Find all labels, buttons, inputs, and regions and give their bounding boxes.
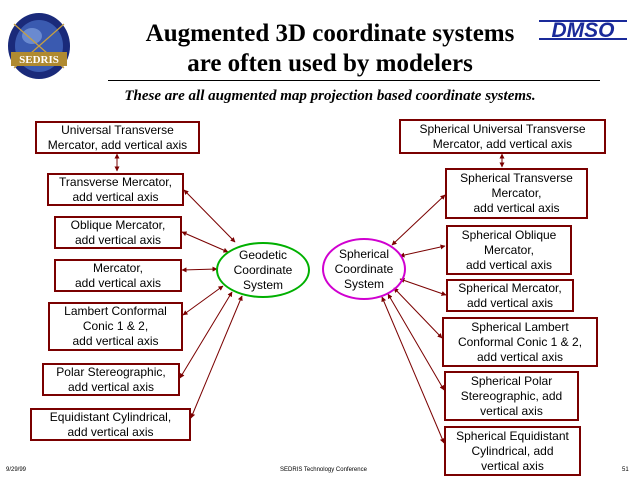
box-line: Spherical Universal Transverse — [419, 121, 586, 136]
box-line: add vertical axis — [74, 232, 162, 247]
box-line: Spherical Polar — [470, 373, 553, 388]
box-line: Polar Stereographic, — [56, 364, 166, 379]
box-line: add vertical axis — [74, 275, 162, 290]
arrow-ps-geodetic — [179, 291, 233, 379]
box-line: vertical axis — [481, 458, 544, 473]
box-polar-stereographic: Polar Stereographic,add vertical axis — [42, 363, 180, 396]
sedris-globe-logo: SEDRIS — [8, 13, 70, 79]
box-line: Transverse Mercator, — [59, 174, 172, 189]
ellipse-line: System — [242, 277, 283, 292]
box-line: Mercator, — [92, 260, 143, 275]
ellipse-line: Coordinate — [233, 262, 293, 277]
box-line: vertical axis — [480, 403, 543, 418]
arrow-om-geodetic — [181, 231, 229, 253]
box-line: Cylindrical, add — [471, 443, 554, 458]
box-line: Spherical Oblique — [461, 227, 557, 242]
box-line: Mercator, — [483, 242, 534, 257]
box-line: Universal Transverse — [61, 122, 174, 137]
box-line: add vertical axis — [473, 201, 560, 215]
box-line: add vertical axis — [67, 424, 154, 439]
box-line: Spherical Lambert — [471, 319, 569, 334]
arrow-merc-geodetic — [181, 266, 218, 273]
box-line: Conformal Conic 1 & 2, — [457, 334, 583, 349]
arrow-ec-geodetic — [190, 295, 243, 419]
slide-title-line-1: Augmented 3D coordinate systems — [145, 20, 515, 47]
box-line: add vertical axis — [476, 349, 564, 364]
box-spherical-mercator: Spherical Mercator,add vertical axis — [446, 279, 574, 312]
box-line: Mercator, add vertical axis — [432, 136, 573, 151]
slide-subtitle: These are all augmented map projection b… — [124, 88, 536, 104]
box-line: add vertical axis — [72, 334, 159, 348]
box-line: Spherical Equidistant — [456, 428, 569, 443]
dmso-logo-text: DMSO — [552, 19, 615, 42]
arrow-lcc-geodetic — [182, 285, 224, 316]
box-line: Stereographic, add — [460, 388, 563, 403]
box-line: Conic 1 & 2, — [82, 319, 149, 333]
footer-page-number: 51 — [622, 467, 629, 473]
slide-title-line-2: are often used by modelers — [187, 50, 473, 77]
footer-date: 9/29/99 — [6, 467, 27, 473]
box-line: Spherical Mercator, — [458, 280, 562, 295]
box-line: Equidistant Cylindrical, — [49, 409, 172, 424]
box-line: Lambert Conformal — [64, 304, 167, 318]
sedris-logo-text: SEDRIS — [19, 54, 59, 66]
ellipse-line: Geodetic — [238, 247, 288, 262]
box-line: add vertical axis — [466, 295, 554, 310]
arrow-spherical-slcc — [393, 287, 443, 339]
arrow-spherical-smerc — [399, 278, 447, 296]
arrow-tm-geodetic — [183, 189, 236, 243]
arrow-spherical-som — [399, 244, 446, 258]
ellipse-line: System — [343, 276, 384, 291]
box-oblique-mercator: Oblique Mercator,add vertical axis — [54, 216, 182, 249]
dmso-logo: DMSO — [537, 17, 629, 43]
box-transverse-mercator: Transverse Mercator,add vertical axis — [47, 173, 184, 206]
box-line: Mercator, add vertical axis — [47, 137, 188, 152]
footer-conference: SEDRIS Technology Conference — [280, 467, 367, 473]
arrow-spherical-sec — [381, 296, 445, 444]
box-line: Oblique Mercator, — [70, 217, 166, 232]
box-line: add vertical axis — [465, 257, 553, 272]
box-line: Mercator, — [491, 186, 542, 200]
title-divider — [108, 80, 600, 81]
box-equidistant-cylindrical: Equidistant Cylindrical,add vertical axi… — [30, 408, 191, 441]
box-line: Spherical Transverse — [460, 171, 573, 185]
ellipse-line: Spherical — [338, 246, 390, 261]
box-line: add vertical axis — [67, 379, 155, 394]
ellipse-line: Coordinate — [334, 261, 394, 276]
box-line: add vertical axis — [72, 189, 159, 204]
arrow-spherical-sps — [387, 293, 445, 391]
arrow-spherical-stm — [391, 194, 446, 246]
box-mercator: Mercator,add vertical axis — [54, 259, 182, 292]
